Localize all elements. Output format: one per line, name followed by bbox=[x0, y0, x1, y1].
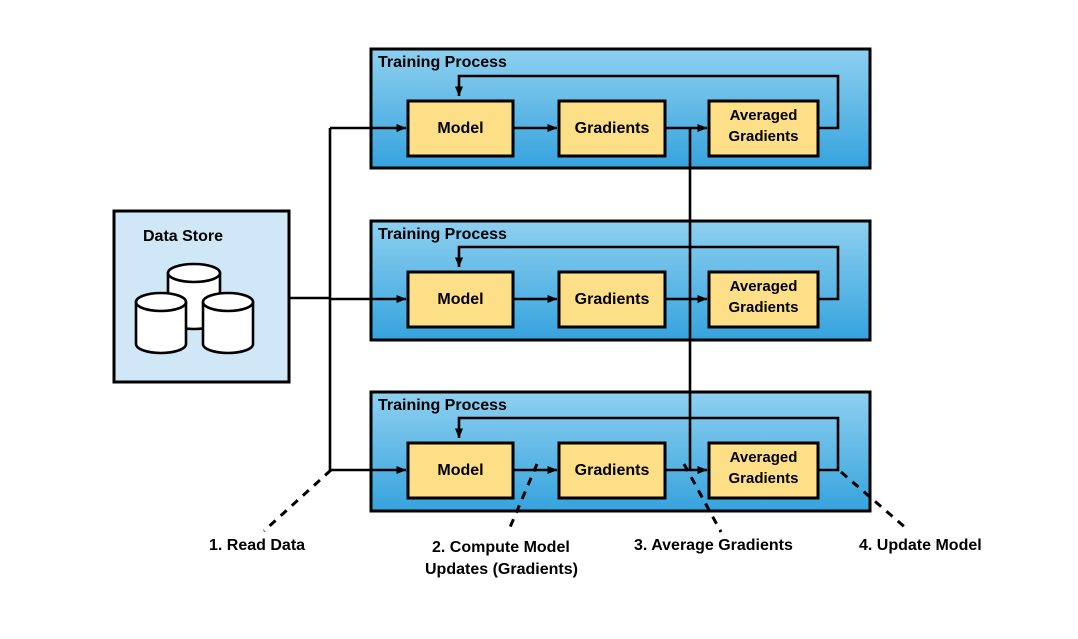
feedback-loop-1 bbox=[455, 74, 840, 130]
feedback-loop-3 bbox=[455, 416, 840, 472]
averaged-gradients-label-3-line2: Gradients bbox=[728, 470, 799, 487]
training-process-title-1: Training Process bbox=[378, 54, 507, 71]
gradients-label-3: Gradients bbox=[574, 462, 650, 479]
step-callout-4: 4. Update Model bbox=[859, 537, 982, 554]
step-callout-2-line2: Updates (Gradients) bbox=[425, 561, 578, 578]
leader-line-1 bbox=[262, 468, 333, 533]
training-process-title-2: Training Process bbox=[378, 226, 507, 243]
data-distribution-bus bbox=[289, 126, 375, 472]
model-label-1: Model bbox=[437, 120, 484, 137]
database-cylinders-icon bbox=[134, 262, 255, 355]
step-callout-3: 3. Average Gradients bbox=[634, 537, 793, 554]
model-box-2[interactable] bbox=[406, 270, 515, 329]
averaged-gradients-label-2-line1: Averaged bbox=[729, 278, 798, 295]
averaged-gradients-label-2-line2: Gradients bbox=[728, 299, 799, 316]
averaged-gradients-box-2[interactable] bbox=[707, 270, 820, 329]
averaged-gradients-label-1-line1: Averaged bbox=[729, 107, 798, 124]
gradients-label-2: Gradients bbox=[574, 291, 650, 308]
step-callout-1: 1. Read Data bbox=[209, 537, 306, 554]
gradients-label-1: Gradients bbox=[574, 120, 650, 137]
averaged-gradients-label-3-line1: Averaged bbox=[729, 449, 798, 466]
gradients-box-2[interactable] bbox=[557, 270, 667, 329]
averaged-gradients-label-1-line2: Gradients bbox=[728, 128, 799, 145]
training-process-title-3: Training Process bbox=[378, 397, 507, 414]
leader-line-3 bbox=[682, 463, 723, 533]
model-box-3[interactable] bbox=[406, 441, 515, 500]
model-label-2: Model bbox=[437, 291, 484, 308]
averaged-gradients-box-3[interactable] bbox=[707, 441, 820, 500]
feedback-loop-2 bbox=[455, 245, 840, 301]
leader-line-2 bbox=[506, 463, 539, 533]
averaged-gradients-box-1[interactable] bbox=[707, 99, 820, 158]
model-label-3: Model bbox=[437, 462, 484, 479]
data-store-label: Data Store bbox=[143, 228, 224, 245]
step-callout-2-line1: 2. Compute Model bbox=[432, 539, 570, 556]
callout-leader-lines bbox=[262, 463, 908, 533]
gradients-box-1[interactable] bbox=[557, 99, 667, 158]
